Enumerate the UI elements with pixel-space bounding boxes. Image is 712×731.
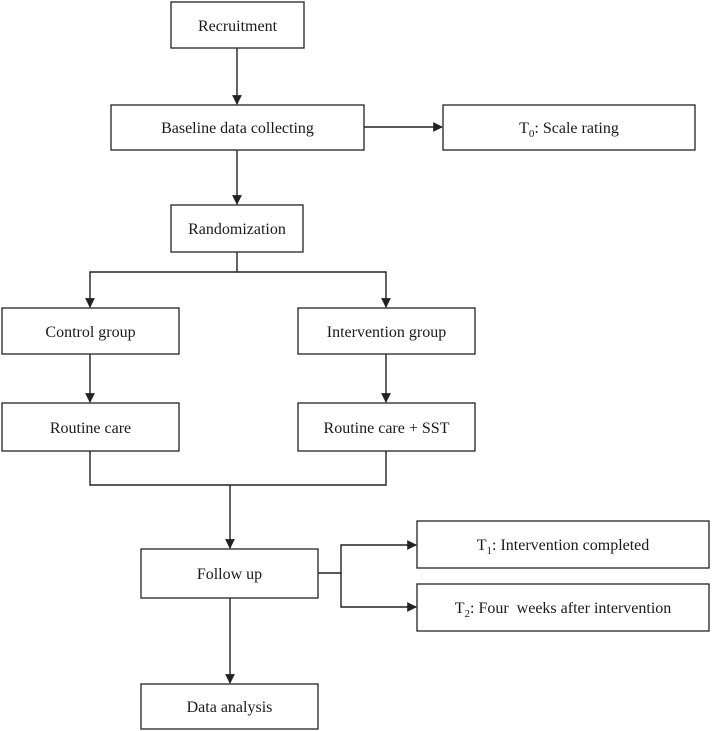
node-follow-up: Follow up [140,548,319,599]
node-randomization: Randomization [170,204,304,253]
node-data-analysis-label: Data analysis [187,699,273,716]
node-routine-care-sst-label: Routine care + SST [324,420,450,437]
node-t0-label: T0: Scale rating [519,120,619,140]
node-control-group: Control group [1,307,180,355]
node-baseline: Baseline data collecting [110,104,365,151]
node-baseline-label: Baseline data collecting [161,120,314,137]
node-recruitment: Recruitment [170,1,305,49]
node-intervention-group-label: Intervention group [327,324,447,341]
node-routine-care-label: Routine care [50,420,131,437]
node-randomization-label: Randomization [188,221,286,238]
node-t1: T1: Intervention completed [416,520,710,569]
node-t0: T0: Scale rating [442,104,696,151]
edge-merge-routine-care [89,451,387,486]
edge-randomization-control [85,252,238,308]
connectors [85,48,443,684]
node-t2: T2: Four weeks after intervention [416,583,710,632]
node-data-analysis: Data analysis [140,683,319,730]
edge-follow-up-t2 [340,573,417,612]
node-t1-label: T1: Intervention completed [477,537,650,557]
node-t2-label: T2: Four weeks after intervention [455,600,672,620]
edge-follow-up-t1 [318,540,417,574]
node-intervention-group: Intervention group [297,307,476,355]
node-follow-up-label: Follow up [197,566,262,583]
node-control-group-label: Control group [45,324,135,341]
node-routine-care-sst: Routine care + SST [297,402,476,452]
node-recruitment-label: Recruitment [198,18,278,35]
node-routine-care: Routine care [1,402,180,452]
edge-randomization-intervention [237,271,391,308]
